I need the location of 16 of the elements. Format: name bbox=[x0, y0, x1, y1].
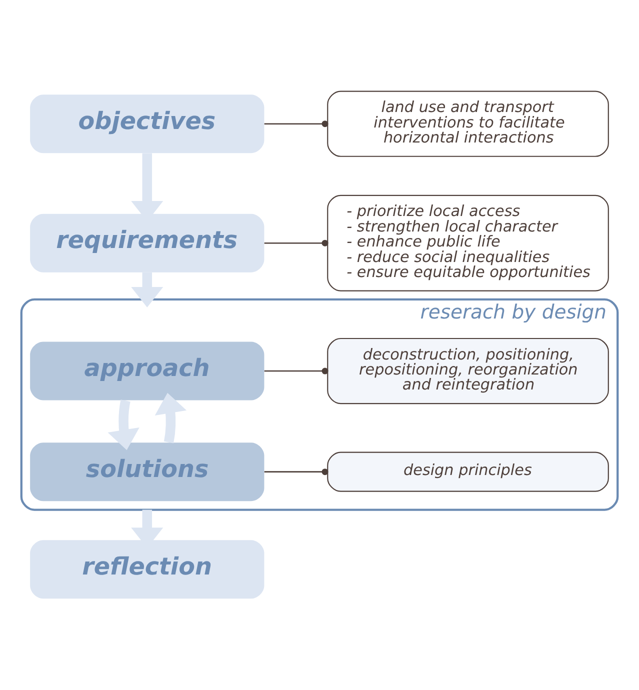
arrow bbox=[108, 400, 140, 450]
connector bbox=[264, 468, 328, 476]
node-box: requirements bbox=[30, 214, 264, 272]
node-box: solutions bbox=[30, 442, 264, 502]
node-box: objectives bbox=[30, 94, 264, 154]
arrow bbox=[154, 392, 187, 444]
connector bbox=[264, 368, 328, 374]
node-box: deconstruction, positioning, repositioning, reorganization and reintegration bbox=[327, 338, 609, 404]
node-box: reflection bbox=[30, 540, 264, 599]
arrow bbox=[131, 272, 164, 308]
connector bbox=[264, 240, 328, 246]
node-box: land use and transport interventions to facilitate horizontal interactions bbox=[327, 90, 609, 157]
node-box: design principles bbox=[327, 452, 609, 492]
connector bbox=[264, 120, 328, 128]
node-box: - prioritize local access - strengthen local character - enhance public life - reduce social inequalities - ensure equitable opportunities bbox=[327, 194, 609, 292]
node-box: approach bbox=[30, 342, 264, 400]
